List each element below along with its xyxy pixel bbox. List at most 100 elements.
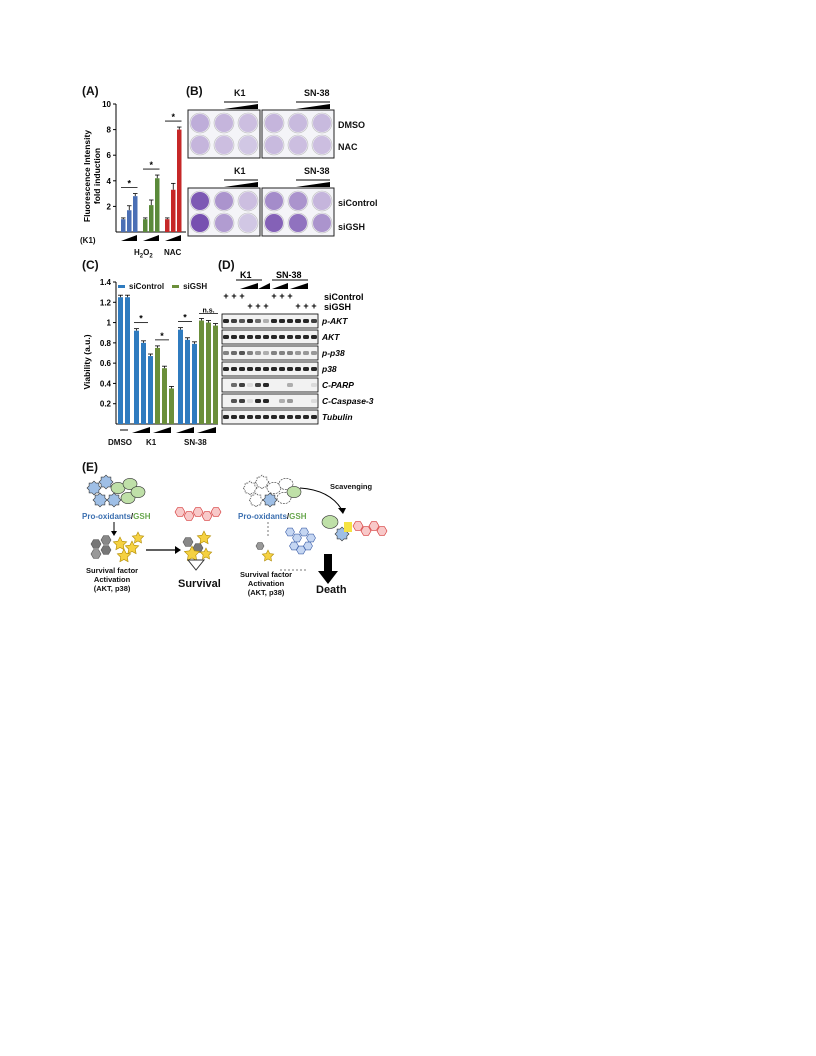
hexagon-icon	[100, 535, 112, 545]
y-axis-label-1: Fluorescence Intensity	[82, 130, 92, 222]
band	[287, 367, 293, 371]
band	[295, 367, 301, 371]
death-arrow-head	[318, 571, 338, 584]
outline-arrow	[186, 559, 206, 571]
band-label: AKT	[321, 332, 340, 342]
well	[263, 134, 285, 156]
x-label-k1: K1	[146, 438, 157, 447]
panel-label-e: (E)	[82, 460, 98, 474]
band	[263, 335, 269, 339]
band	[311, 399, 317, 403]
band	[271, 367, 277, 371]
band	[239, 383, 245, 387]
bar	[143, 219, 148, 232]
bar	[199, 320, 204, 424]
gsh-icon	[276, 492, 292, 504]
band	[239, 335, 245, 339]
well-stain	[191, 214, 209, 232]
death-label: Death	[316, 584, 347, 596]
pro-oxidant-icon	[106, 492, 122, 508]
well	[237, 190, 259, 212]
band	[287, 335, 293, 339]
gsh-icon	[321, 515, 339, 529]
y-tick-label: 0.4	[100, 379, 112, 388]
band	[255, 319, 261, 323]
pro-oxidant-icon	[262, 492, 278, 508]
bar	[155, 178, 160, 232]
band	[311, 383, 317, 387]
well	[189, 112, 211, 134]
blot-strip	[221, 409, 319, 425]
well	[213, 212, 235, 234]
band-label: C-PARP	[322, 380, 354, 390]
significance-mark: *	[183, 313, 187, 323]
band	[231, 351, 237, 355]
molecule-ring	[192, 507, 204, 517]
mechanism-schematic	[86, 474, 388, 584]
molecule-ring	[201, 511, 213, 521]
band	[303, 335, 309, 339]
legend-swatch-sicontrol	[118, 285, 125, 288]
plus-sign: +	[279, 291, 284, 301]
band	[255, 335, 261, 339]
x-label-dmso: DMSO	[108, 438, 132, 447]
bar	[155, 347, 160, 424]
band-label: p-p38	[321, 348, 345, 358]
fluorescence-bar-chart: Fluorescence Intensity fold induction 10…	[82, 100, 186, 241]
band	[279, 367, 285, 371]
well-stain	[289, 114, 307, 132]
well-stain	[265, 192, 283, 210]
well	[287, 112, 309, 134]
band	[311, 351, 317, 355]
dose-wedge	[224, 104, 258, 109]
panel-label-b: (B)	[186, 84, 203, 98]
y-tick-label: 0.2	[100, 400, 112, 409]
star-icon	[196, 530, 212, 545]
dose-wedge	[224, 182, 258, 187]
molecule-ring	[285, 527, 295, 537]
well-stain	[265, 136, 283, 154]
band	[279, 319, 285, 323]
well	[213, 112, 235, 134]
blot-strip	[221, 393, 319, 409]
molecule-ring	[292, 533, 302, 543]
y-tick-label: 2	[107, 202, 112, 211]
plus-sign: +	[223, 291, 228, 301]
plus-sign: +	[287, 291, 292, 301]
band	[287, 319, 293, 323]
band	[263, 383, 269, 387]
dose-wedge	[143, 235, 159, 241]
pro-oxidant-icon	[92, 492, 108, 508]
band	[271, 351, 277, 355]
band	[263, 351, 269, 355]
band	[263, 319, 269, 323]
hexagon-icon	[182, 537, 194, 547]
band	[255, 383, 261, 387]
dose-wedge	[197, 427, 216, 433]
b-row-dmso: DMSO	[338, 120, 365, 130]
star-icon	[112, 536, 128, 551]
band	[247, 367, 253, 371]
y-tick-label: 10	[102, 100, 111, 109]
band	[239, 415, 245, 419]
dose-wedge	[296, 182, 330, 187]
plus-sign: +	[239, 291, 244, 301]
legend-swatch-sigsh	[172, 285, 180, 288]
star-icon	[261, 549, 275, 562]
gsh-icon	[286, 486, 302, 498]
arrow-head	[111, 531, 117, 536]
molecule-ring	[360, 526, 372, 536]
star-icon	[124, 540, 140, 555]
band	[311, 319, 317, 323]
bar	[177, 129, 182, 232]
band	[223, 335, 229, 339]
band	[247, 319, 253, 323]
star-icon	[183, 545, 201, 562]
well-stain	[215, 136, 233, 154]
scavenging-arrow	[299, 487, 343, 511]
b-top-col-k1: K1	[234, 88, 246, 98]
bar	[133, 196, 138, 232]
gsh-icon	[130, 486, 146, 498]
band	[279, 415, 285, 419]
